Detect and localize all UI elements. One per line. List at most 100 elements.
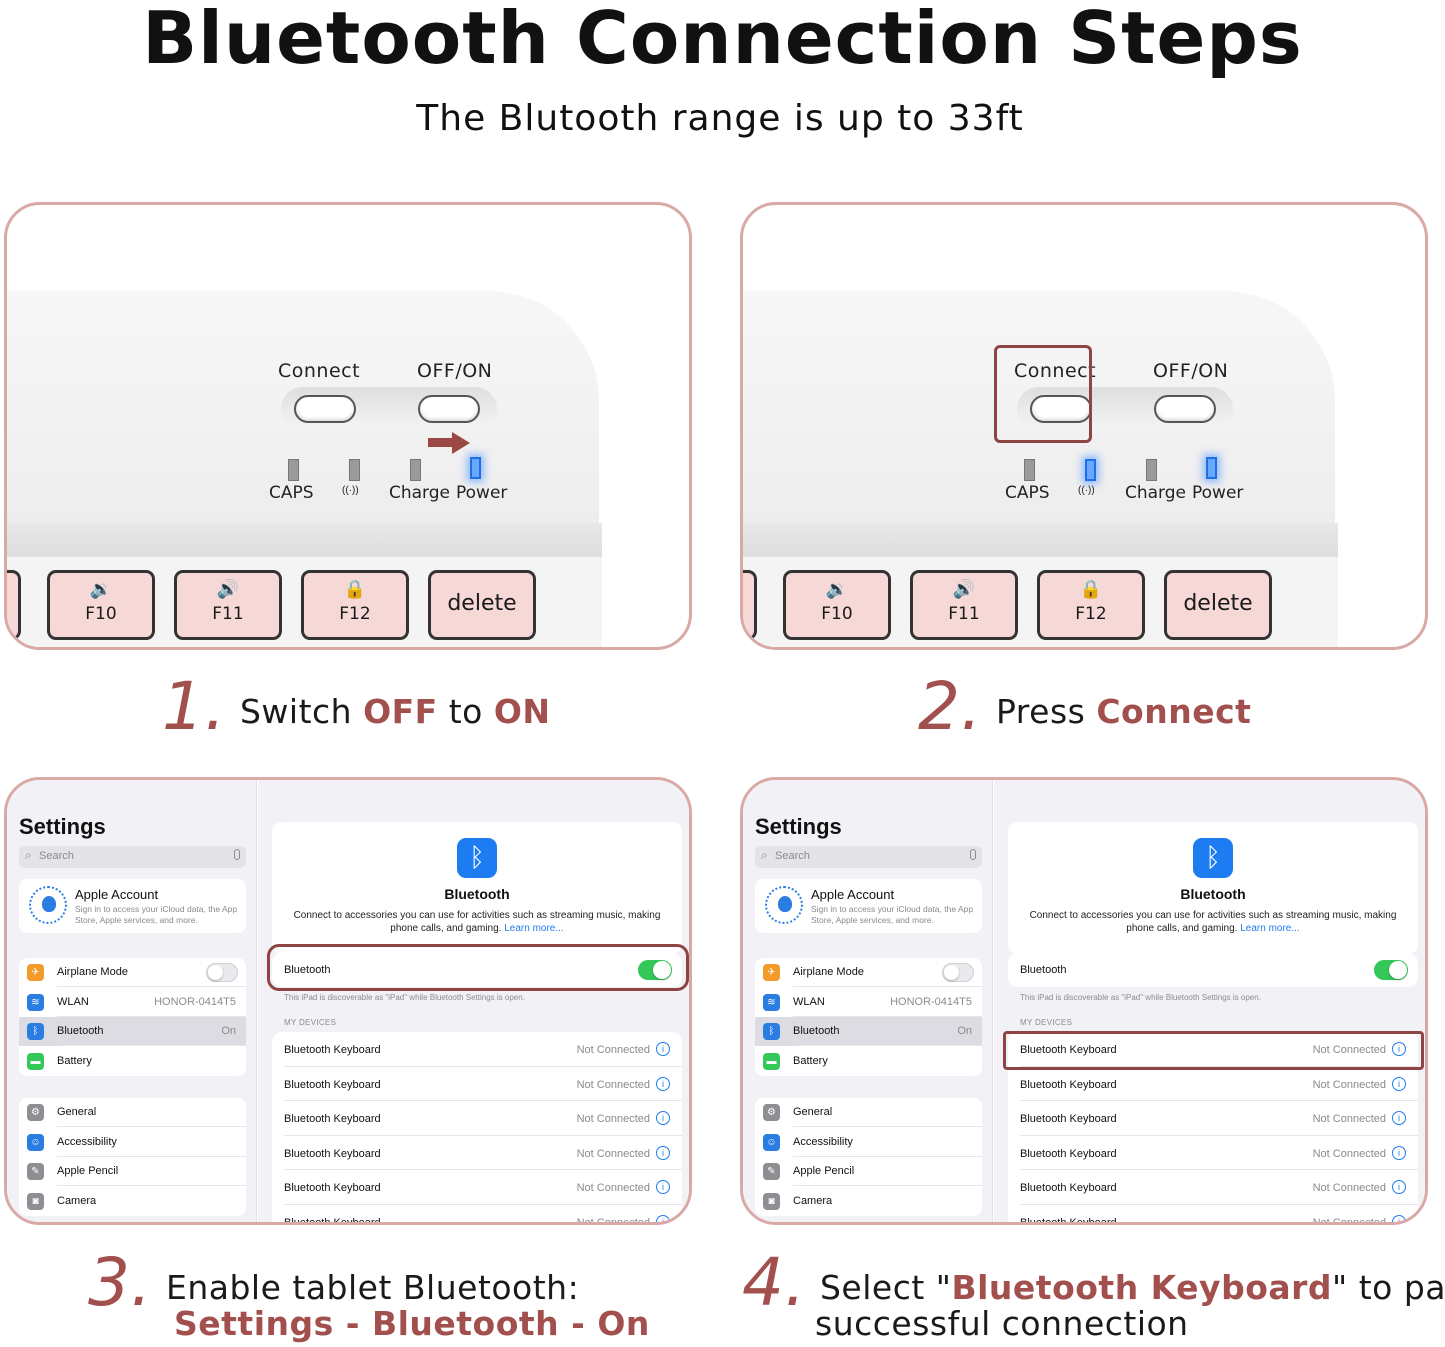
info-icon[interactable]: i: [656, 1111, 670, 1126]
info-icon[interactable]: i: [1392, 1214, 1406, 1222]
offon-label: OFF/ON: [417, 360, 493, 382]
sidebar-item-label: General: [57, 1106, 97, 1118]
row-divider: [284, 1100, 682, 1102]
bluetooth-icon: ᛒ: [1193, 838, 1233, 878]
info-icon[interactable]: i: [656, 1214, 670, 1222]
settings-title: Settings: [755, 814, 842, 839]
bluetooth-title: Bluetooth: [444, 886, 510, 902]
info-icon[interactable]: i: [656, 1180, 670, 1195]
power-switch[interactable]: [418, 395, 480, 423]
key-f9-partial[interactable]: [743, 570, 757, 640]
sidebar-item-airplane-mode[interactable]: ✈Airplane Mode: [19, 958, 246, 987]
account-description: Sign in to access your iCloud data, the …: [811, 904, 974, 925]
info-icon[interactable]: i: [656, 1076, 670, 1091]
caption-text: Enable tablet Bluetooth:: [165, 1268, 580, 1307]
bluetooth-toggle-row[interactable]: Bluetooth: [1008, 953, 1418, 987]
key-f11[interactable]: 🔊F11: [174, 570, 282, 640]
info-icon[interactable]: i: [1392, 1180, 1406, 1195]
sidebar-item-airplane-mode[interactable]: ✈Airplane Mode: [755, 958, 982, 987]
search-input[interactable]: ⌕Search: [19, 846, 246, 868]
my-devices-header: MY DEVICES: [1020, 1018, 1073, 1027]
settings-title: Settings: [19, 814, 106, 839]
step-1-caption: 1.Switch OFF to ON: [162, 668, 551, 745]
learn-more-link[interactable]: Learn more...: [1240, 923, 1300, 934]
device-status: Not Connected: [576, 1078, 650, 1091]
airplane-mode-toggle[interactable]: [942, 963, 974, 982]
sidebar-item-battery[interactable]: ▬Battery: [755, 1047, 982, 1076]
device-name: Bluetooth Keyboard: [284, 1182, 381, 1195]
info-icon[interactable]: i: [1392, 1111, 1406, 1126]
power-led: [1206, 457, 1217, 479]
sidebar-item-accessibility[interactable]: ☺Accessibility: [755, 1128, 982, 1157]
key-f12[interactable]: 🔒F12: [301, 570, 409, 640]
bluetooth-toggle-row[interactable]: Bluetooth: [272, 953, 682, 987]
device-status: Not Connected: [576, 1216, 650, 1225]
device-highlight: [1003, 1031, 1424, 1070]
charge-label: Charge: [389, 483, 451, 503]
caption-accent: Settings - Bluetooth - On: [174, 1304, 650, 1343]
bluetooth-led: [1085, 459, 1096, 481]
sidebar-item-apple-pencil[interactable]: ✎Apple Pencil: [755, 1157, 982, 1186]
device-status: Not Connected: [1312, 1216, 1386, 1225]
sidebar-item-label: WLAN: [57, 995, 89, 1008]
key-f12[interactable]: 🔒F12: [1037, 570, 1145, 640]
key-f10[interactable]: 🔉F10: [47, 570, 155, 640]
keyboard-hinge: [743, 523, 1338, 561]
sidebar-item-general[interactable]: ⚙General: [19, 1098, 246, 1127]
learn-more-link[interactable]: Learn more...: [504, 923, 564, 934]
info-icon[interactable]: i: [656, 1042, 670, 1056]
bluetooth-toggle[interactable]: [638, 960, 672, 980]
microphone-icon[interactable]: [234, 849, 240, 860]
caption-text: " to pair,: [1332, 1268, 1445, 1307]
connect-button[interactable]: [294, 395, 356, 423]
info-icon[interactable]: i: [1392, 1076, 1406, 1091]
wifi-icon: ≋: [27, 993, 44, 1011]
info-icon[interactable]: i: [1392, 1145, 1406, 1160]
description-text: Connect to accessories you can use for a…: [293, 910, 661, 934]
key-label: delete: [1183, 591, 1253, 616]
bluetooth-icon: ᛒ: [27, 1023, 44, 1040]
key-delete[interactable]: delete: [428, 570, 536, 640]
sidebar-item-general[interactable]: ⚙General: [755, 1098, 982, 1127]
airplane-mode-toggle[interactable]: [206, 963, 238, 982]
bluetooth-toggle[interactable]: [1374, 960, 1408, 980]
search-input[interactable]: ⌕Search: [755, 846, 982, 868]
lock-icon: 🔒: [343, 579, 367, 600]
key-f9-partial[interactable]: [7, 570, 21, 640]
connect-label: Connect: [1014, 360, 1097, 382]
key-delete[interactable]: delete: [1164, 570, 1272, 640]
key-f10[interactable]: 🔉F10: [783, 570, 891, 640]
step-number: 3.: [88, 1244, 152, 1321]
key-f11[interactable]: 🔊F11: [910, 570, 1018, 640]
sidebar-item-camera[interactable]: ◙Camera: [755, 1187, 982, 1216]
sidebar-item-camera[interactable]: ◙Camera: [19, 1187, 246, 1216]
info-icon[interactable]: i: [1392, 1042, 1406, 1056]
microphone-icon[interactable]: [970, 849, 976, 860]
info-icon[interactable]: i: [656, 1145, 670, 1160]
sidebar-item-battery[interactable]: ▬Battery: [19, 1047, 246, 1076]
power-switch[interactable]: [1154, 395, 1216, 423]
sidebar-item-accessibility[interactable]: ☺Accessibility: [19, 1128, 246, 1157]
sidebar-item-apple-pencil[interactable]: ✎Apple Pencil: [19, 1157, 246, 1186]
